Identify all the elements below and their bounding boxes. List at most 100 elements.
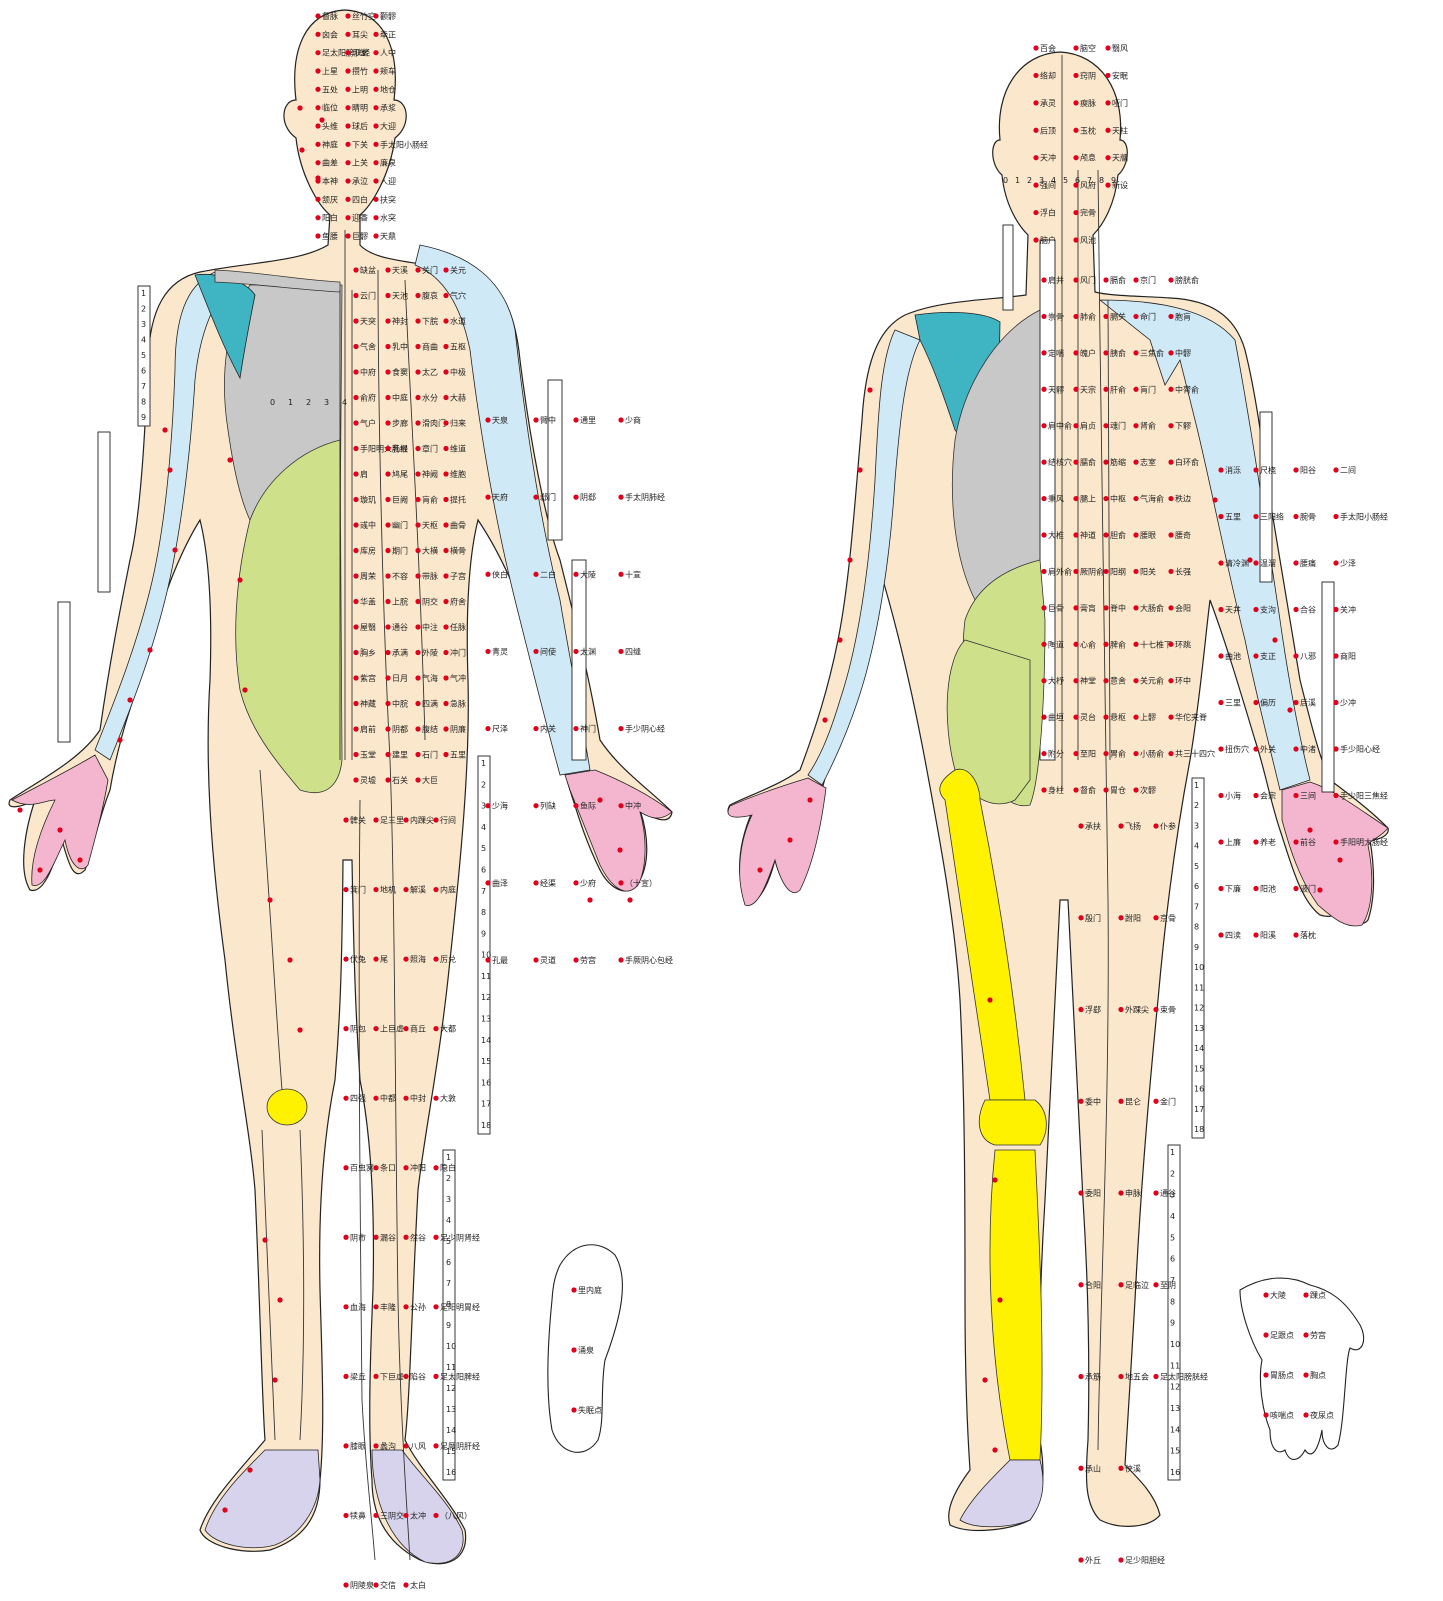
acupoint-marker — [1133, 532, 1139, 538]
scale-tick-label: 5 — [446, 1237, 451, 1246]
point-label: 伏兔 — [350, 954, 366, 964]
point-label: 廉泉 — [380, 158, 396, 168]
acupoint-marker — [1073, 386, 1079, 392]
acupoint-marker — [1105, 155, 1111, 161]
point-label: 头维 — [322, 121, 338, 131]
point-label: 下关 — [352, 139, 368, 149]
acupoint-marker — [1293, 932, 1299, 938]
point-label: 通谷 — [1160, 1188, 1176, 1198]
acupoint-marker — [1317, 887, 1323, 893]
point-label: 少府 — [580, 878, 596, 888]
point-label: 通里 — [580, 415, 596, 425]
scale-tick-label: 16 — [446, 1468, 456, 1477]
point-label: 天突 — [360, 316, 376, 326]
acupoint-marker — [1153, 915, 1159, 921]
point-label: 临位 — [322, 103, 338, 113]
scale-tick-label: 9 — [446, 1321, 451, 1330]
point-label: 三阳络 — [1260, 512, 1284, 522]
head-scale-label: 2 — [1027, 176, 1032, 185]
acupoint-marker — [1078, 1190, 1084, 1196]
acupoint-marker — [315, 175, 321, 181]
point-label: 曲差 — [322, 158, 338, 168]
acupoint-marker — [847, 557, 853, 563]
point-label: 巨髎 — [352, 232, 368, 241]
acupoint-marker — [403, 1095, 409, 1101]
point-label: 灵台 — [1080, 712, 1096, 722]
acupoint-marker — [807, 797, 813, 803]
point-label: 攒竹 — [352, 66, 368, 76]
point-label: 神藏 — [360, 699, 376, 709]
acupoint-marker — [485, 417, 491, 423]
point-label: 外陵 — [422, 648, 438, 658]
point-label: 腕骨 — [1300, 512, 1316, 522]
point-label: 任脉 — [450, 622, 466, 632]
acupoint-marker — [353, 471, 359, 477]
back-bladder-inner-line — [1077, 169, 1109, 1451]
acupoint-marker — [618, 571, 624, 577]
chest-scale-label: 0 — [270, 398, 275, 407]
point-label: 曲骨 — [450, 520, 466, 530]
point-label: 少泽 — [1340, 559, 1356, 568]
acupoint-marker — [443, 394, 449, 401]
point-label: 屋翳 — [360, 623, 376, 632]
point-label: 前谷 — [1300, 837, 1316, 847]
acupoint-marker — [533, 494, 539, 500]
acupoint-marker — [485, 494, 491, 500]
acupoint-marker — [343, 1165, 349, 1171]
acupoint-marker — [1168, 678, 1174, 684]
front-kidney-meridian — [339, 290, 353, 760]
acupoint-marker — [1293, 699, 1299, 706]
point-label: 十宣 — [625, 569, 641, 579]
acupoint-marker — [415, 777, 421, 783]
acupoint-marker — [433, 886, 439, 893]
acupoint-marker — [403, 1026, 409, 1032]
scale-tick-label: 10 — [446, 1342, 456, 1351]
acupoint-marker — [345, 215, 351, 221]
point-label: 清冷渊 — [1225, 558, 1249, 568]
back-left-hand — [727, 777, 827, 906]
scale-tick-label: 2 — [1170, 1169, 1175, 1178]
point-label: 咳喘点 — [1270, 1410, 1294, 1420]
point-label: 天鼎 — [380, 232, 396, 241]
acupoint-marker — [1153, 1098, 1159, 1104]
acupoint-marker — [1118, 1006, 1124, 1013]
acupoint-marker — [587, 897, 593, 903]
point-label: 神道 — [1080, 530, 1096, 540]
acupoint-marker — [1293, 746, 1299, 752]
point-label: 乳中 — [392, 342, 408, 352]
point-label: 足太阳脾经 — [440, 1371, 480, 1381]
point-label: 大肠俞 — [1140, 603, 1164, 613]
acupoint-marker — [1073, 237, 1079, 243]
back-bladder-outer-line — [1107, 299, 1111, 761]
acupoint-marker — [1073, 127, 1079, 133]
point-label: 肺俞 — [1080, 311, 1096, 321]
acupoint-marker — [1041, 459, 1047, 465]
point-label: 中渚 — [1300, 744, 1316, 754]
point-label: 厉兑 — [440, 954, 456, 964]
acupoint-marker — [1303, 1412, 1309, 1418]
acupoint-marker — [385, 471, 391, 477]
point-label: 腰奇 — [1175, 530, 1191, 540]
acupoint-marker — [315, 196, 321, 202]
point-label: 天溪 — [392, 265, 408, 275]
point-label: 中膂俞 — [1175, 384, 1199, 394]
point-label: 消泺 — [1225, 465, 1241, 475]
point-label: 期门 — [392, 546, 408, 556]
back-scales — [1002, 224, 1335, 1481]
acupoint-marker — [1118, 1557, 1124, 1563]
acupoint-marker — [385, 751, 391, 758]
point-label: 关元 — [450, 265, 466, 275]
point-label: 膀胱俞 — [1175, 275, 1199, 285]
scale-tick-label: 2 — [1194, 801, 1199, 810]
chest-scale-label: 1 — [288, 398, 293, 407]
scale-tick-label: 16 — [481, 1078, 491, 1087]
acupoint-marker — [1333, 606, 1339, 613]
acupoint-marker — [443, 700, 449, 707]
scale-tick-label: 5 — [1194, 862, 1199, 871]
acupoint-marker — [345, 50, 351, 56]
acupoint-marker — [1253, 560, 1259, 566]
acupoint-marker — [992, 1447, 998, 1453]
point-label: 陶道 — [1048, 639, 1064, 649]
point-label: 膈关 — [1110, 311, 1126, 321]
point-label: 天柱 — [1112, 125, 1128, 135]
